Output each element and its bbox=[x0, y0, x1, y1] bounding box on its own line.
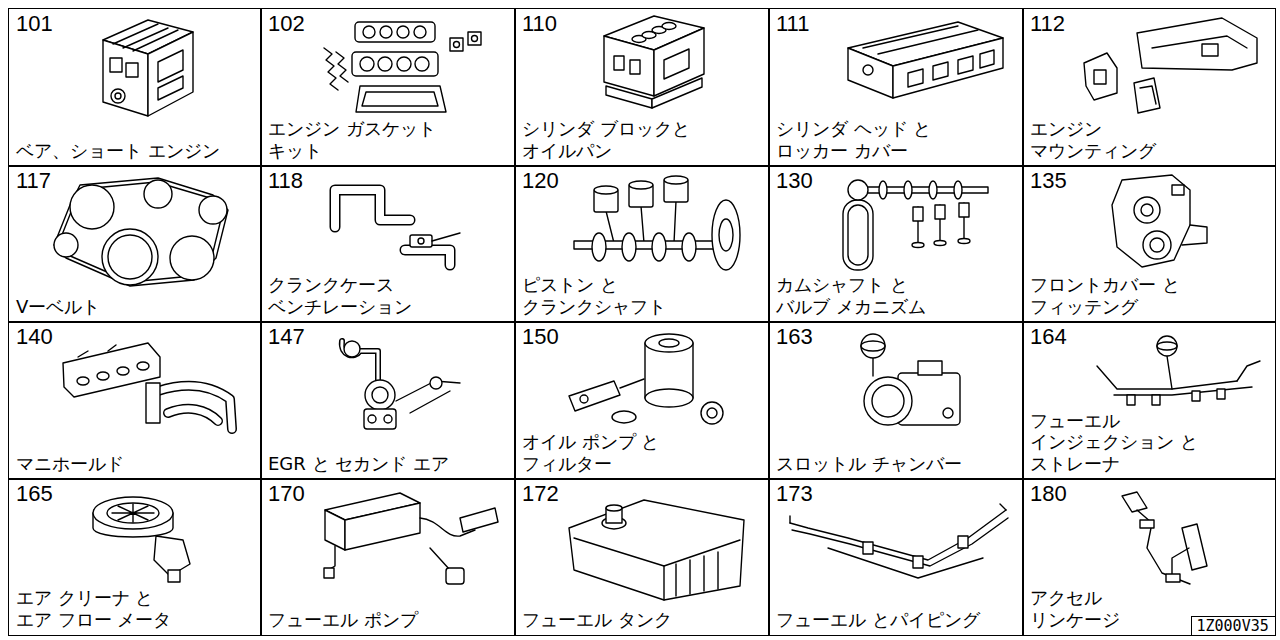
index-cell: 112 エンジン マウンティング bbox=[1022, 8, 1276, 167]
section-name: マニホールド bbox=[16, 453, 124, 475]
section-name: ベア、ショート エンジン bbox=[16, 140, 220, 162]
figure-code: 1Z000V35 bbox=[1197, 617, 1269, 635]
index-cell: 135 フロントカバー と フィッテング bbox=[1022, 165, 1276, 323]
index-cell: 110 シリンダ ブロックと オイルパン bbox=[514, 8, 770, 167]
section-name: ピストン と クランクシャフト bbox=[522, 274, 684, 317]
section-number: 135 bbox=[1030, 168, 1067, 193]
section-number: 101 bbox=[16, 11, 53, 36]
fuel-piping-drawing bbox=[790, 504, 1008, 578]
egr-drawing bbox=[342, 341, 460, 429]
index-cell: 120 ピストン と クランクシャフト bbox=[514, 165, 770, 323]
mounting-drawing bbox=[1084, 18, 1257, 113]
index-cell: 172 フューエル タンク bbox=[514, 478, 770, 636]
section-number: 147 bbox=[268, 324, 305, 349]
section-name: シリンダ ヘッド と ロッカー カバー bbox=[776, 118, 965, 161]
cylinder-head-drawing bbox=[848, 22, 1003, 98]
section-name: アクセル リンケージ bbox=[1030, 587, 1129, 630]
front-cover-drawing bbox=[1112, 175, 1207, 267]
index-cell: 140 マニホールド bbox=[8, 321, 262, 480]
section-name: フューエル タンク bbox=[522, 609, 672, 631]
section-name: フューエル ポンプ bbox=[268, 609, 418, 631]
index-cell: 164 フューエル インジェクション と ストレーナ bbox=[1022, 321, 1276, 480]
section-name: クランクケース ベンチレーション bbox=[268, 274, 430, 317]
index-cell: 180 アクセル リンケージ 1Z000V35 bbox=[1022, 478, 1276, 636]
section-number: 165 bbox=[16, 481, 53, 506]
section-name: オイル ポンプ と フィルター bbox=[522, 431, 684, 474]
manifold-drawing bbox=[63, 343, 232, 429]
section-name: エンジン ガスケット キット bbox=[268, 118, 457, 161]
engine-drawing bbox=[103, 20, 193, 116]
section-name: スロットル チャンバー bbox=[776, 453, 962, 475]
section-number: 150 bbox=[522, 324, 559, 349]
section-number: 172 bbox=[522, 481, 559, 506]
hose-drawing bbox=[335, 190, 460, 265]
section-name: EGR と セカンド エア bbox=[268, 453, 449, 475]
throttle-drawing bbox=[861, 334, 960, 425]
index-cell: 101 ベア、ショート エンジン bbox=[8, 8, 262, 167]
piston-crank-drawing bbox=[574, 176, 740, 270]
section-name: フューエル とパイピング bbox=[776, 609, 980, 631]
v-belt-drawing bbox=[54, 178, 228, 286]
section-number: 118 bbox=[268, 168, 303, 193]
index-cell: 173 フューエル とパイピング bbox=[768, 478, 1024, 636]
section-number: 173 bbox=[776, 481, 813, 506]
section-name: フロントカバー と フィッテング bbox=[1030, 274, 1192, 317]
camshaft-drawing bbox=[843, 180, 988, 270]
section-number: 102 bbox=[268, 11, 305, 36]
fuel-pump-drawing bbox=[324, 493, 498, 584]
index-cell: 147EGR と セカンド エア bbox=[260, 321, 516, 480]
air-cleaner-drawing bbox=[93, 497, 190, 582]
section-number: 120 bbox=[522, 168, 559, 193]
index-cell: 102 エンジン ガスケット キット bbox=[260, 8, 516, 167]
section-number: 111 bbox=[776, 11, 809, 36]
oil-filter-drawing bbox=[569, 334, 723, 424]
section-number: 130 bbox=[776, 168, 813, 193]
fuel-tank-drawing bbox=[569, 500, 744, 600]
cylinder-block-drawing bbox=[604, 16, 704, 108]
section-number: 117 bbox=[16, 168, 51, 193]
index-cell: 163 スロットル チャンバー bbox=[768, 321, 1024, 480]
section-number: 163 bbox=[776, 324, 813, 349]
fuel-rail-drawing bbox=[1097, 336, 1260, 405]
accelerator-drawing bbox=[1122, 492, 1207, 584]
section-number: 164 bbox=[1030, 324, 1067, 349]
index-cell: 150 オイル ポンプ と フィルター bbox=[514, 321, 770, 480]
section-name: シリンダ ブロックと オイルパン bbox=[522, 118, 711, 161]
index-cell: 170 フューエル ポンプ bbox=[260, 478, 516, 636]
section-name: フューエル インジェクション と ストレーナ bbox=[1030, 410, 1201, 475]
section-number: 180 bbox=[1030, 481, 1067, 506]
index-cell: 165 エア クリーナ と エア フロー メータ bbox=[8, 478, 262, 636]
index-cell: 130 カムシャフト と バルブ メカニズム bbox=[768, 165, 1024, 323]
index-cell: 118 クランクケース ベンチレーション bbox=[260, 165, 516, 323]
section-number: 112 bbox=[1030, 11, 1065, 36]
section-number: 140 bbox=[16, 324, 53, 349]
index-cell: 117Vーベルト bbox=[8, 165, 262, 323]
section-number: 110 bbox=[522, 11, 557, 36]
gasket-drawing bbox=[324, 22, 481, 112]
index-cell: 111 シリンダ ヘッド と ロッカー カバー bbox=[768, 8, 1024, 167]
section-name: Vーベルト bbox=[16, 296, 100, 318]
section-name: カムシャフト と バルブ メカニズム bbox=[776, 274, 938, 317]
section-name: エア クリーナ と エア フロー メータ bbox=[16, 587, 182, 630]
section-number: 170 bbox=[268, 481, 305, 506]
section-name: エンジン マウンティング bbox=[1030, 118, 1165, 161]
figure-code-box: 1Z000V35 bbox=[1191, 616, 1275, 635]
